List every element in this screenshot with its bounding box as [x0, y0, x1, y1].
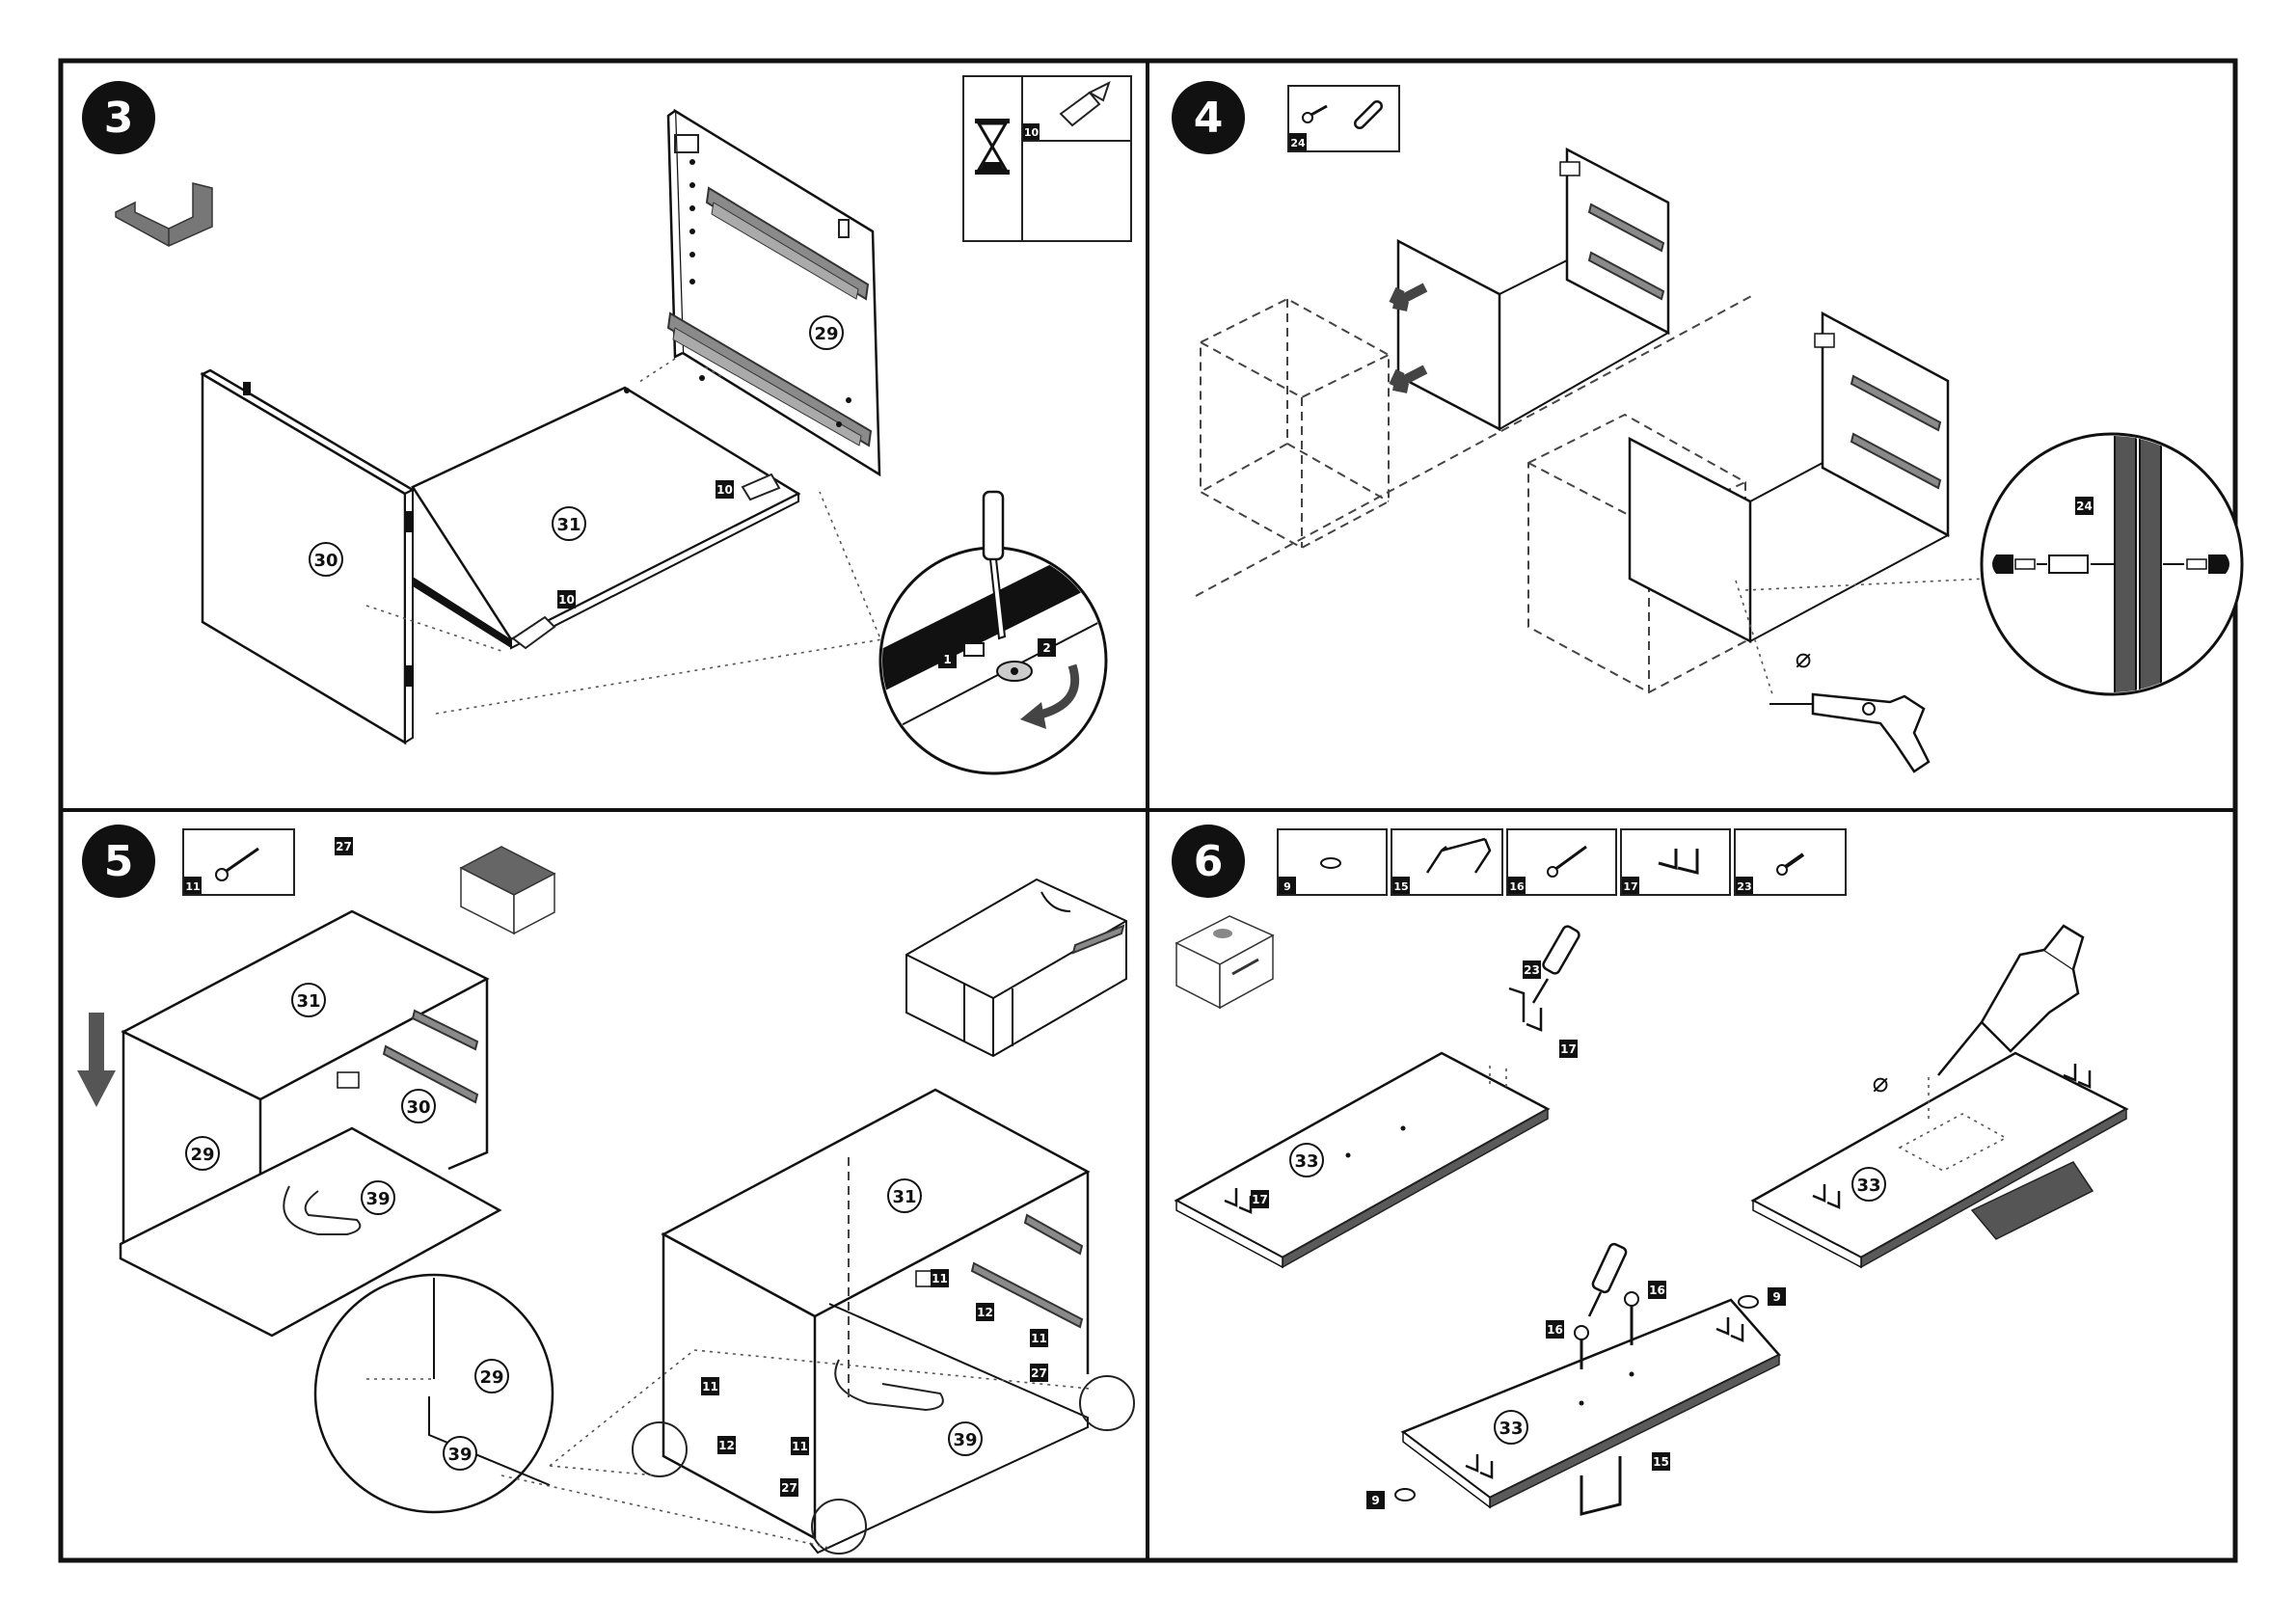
part-id-label: 17	[1560, 1042, 1577, 1056]
bumper-pad-icon	[1739, 1296, 1758, 1308]
hole-diameter-symbol: ⌀	[1796, 642, 1812, 674]
screw-icon	[1548, 847, 1586, 877]
cabinet-overview-icon	[461, 847, 554, 933]
part-id-label: 16	[1649, 1284, 1665, 1297]
part-id-label: 27	[1031, 1366, 1047, 1380]
detail-id-label: 1	[943, 653, 951, 666]
side-panel-30	[203, 370, 413, 743]
board-31	[413, 375, 798, 648]
part-callout-label: 29	[479, 1367, 503, 1388]
part-id-label: 15	[1653, 1455, 1669, 1469]
part-id-label: 12	[977, 1306, 993, 1319]
part-id-label: 24	[1290, 137, 1306, 149]
bumper-pad-icon	[1321, 858, 1340, 868]
part-id-label: 16	[1509, 880, 1525, 893]
step-number-badge: 5	[82, 825, 155, 898]
hourglass-icon	[975, 119, 1010, 175]
part-id-label: 15	[1393, 880, 1408, 893]
part-id-label: 10	[558, 593, 575, 607]
drawer-front-board	[1753, 1053, 2126, 1267]
parts-box: 24	[1288, 86, 1399, 151]
part-callout-label: 33	[1856, 1176, 1880, 1196]
step-number-badge: 3	[82, 81, 155, 154]
glue-tube-icon	[1061, 83, 1109, 125]
part-callout-label: 39	[447, 1445, 472, 1465]
detail-id-label: 24	[2076, 500, 2093, 513]
step-number-badge: 6	[1172, 825, 1245, 898]
part-id-label: 10	[716, 483, 733, 497]
part-id-label: 9	[1772, 1290, 1780, 1304]
cabinet-overview-icon	[116, 183, 212, 246]
part-id-label: 12	[718, 1439, 735, 1452]
part-callout-label: 31	[296, 991, 320, 1012]
bumper-pad-icon	[1395, 1489, 1415, 1501]
power-drill-icon	[1938, 926, 2083, 1075]
part-id-label: 17	[1252, 1193, 1268, 1206]
part-id-label: 23	[1737, 880, 1751, 893]
back-panel-29	[668, 111, 879, 474]
part-callout-label: 39	[953, 1430, 977, 1450]
detail-id-label: 2	[1042, 641, 1050, 655]
part-id-label: 17	[1623, 880, 1637, 893]
drawer-front-board	[1403, 1300, 1779, 1514]
drawer-front-board	[1176, 1053, 1548, 1267]
step-number: 3	[104, 94, 134, 143]
part-callout-label: 31	[892, 1187, 916, 1207]
part-callout-label: 29	[814, 324, 838, 344]
step-number-badge: 4	[1172, 81, 1245, 154]
part-id-label: 27	[336, 840, 352, 853]
part-id-label: 10	[1024, 126, 1040, 139]
cabinet-carcass	[1630, 313, 1948, 641]
cabinet-body	[663, 1090, 1088, 1553]
part-id-label: 16	[1547, 1323, 1563, 1337]
cam-lock-detail: 1 2	[868, 492, 1109, 773]
part-id-label: 11	[185, 880, 200, 893]
screw-icon	[1303, 106, 1327, 122]
part-callout-label: 33	[1294, 1151, 1318, 1172]
wood-screw-icon	[216, 849, 258, 880]
cabinet-overview-icon	[906, 879, 1126, 1056]
hole-diameter-symbol: ⌀	[1873, 1067, 1889, 1098]
down-arrow-icon	[77, 1013, 116, 1107]
parts-box: 11	[183, 829, 294, 895]
part-id-label: 23	[1524, 963, 1540, 977]
screw-icon	[1777, 854, 1803, 875]
part-callout-label: 30	[313, 551, 338, 571]
bracket-icon	[1659, 849, 1697, 873]
part-callout-label: 30	[406, 1097, 430, 1118]
cabinet-overview-icon	[1176, 916, 1273, 1008]
dowel-icon	[1360, 106, 1377, 123]
step-number: 4	[1194, 94, 1224, 143]
part-id-label: 11	[1031, 1332, 1047, 1345]
parts-box: 10	[963, 76, 1131, 241]
step-6-panel: 6 9 15 16 17	[1172, 825, 2126, 1514]
power-drill-icon	[1769, 694, 1929, 771]
joint-detail: 29 39	[315, 1275, 553, 1512]
part-id-label: 27	[781, 1481, 797, 1495]
part-id-label: 11	[932, 1272, 948, 1285]
step-number: 6	[1194, 837, 1224, 886]
parts-strip: 9 15 16 17 23	[1278, 829, 1846, 895]
dowel-detail: 24	[1982, 424, 2242, 714]
part-id-label: 9	[1283, 880, 1291, 893]
cabinet-carcass	[1393, 149, 1668, 429]
part-id-label: 11	[702, 1380, 718, 1393]
step-4-panel: 4 24	[1172, 81, 2242, 771]
part-id-label: 11	[792, 1440, 808, 1453]
cabinet-body	[121, 911, 500, 1336]
step-5-panel: 5 11 27	[77, 825, 1134, 1554]
part-callout-label: 31	[556, 515, 581, 535]
step-number: 5	[104, 837, 134, 886]
screwdriver-icon	[1589, 1243, 1628, 1316]
part-callout-label: 29	[190, 1145, 214, 1165]
part-callout-label: 33	[1499, 1419, 1523, 1439]
part-callout-label: 39	[365, 1189, 390, 1209]
step-3-panel: 3 10	[82, 76, 1131, 773]
handle-icon	[1427, 839, 1490, 873]
part-id-label: 9	[1371, 1494, 1379, 1507]
